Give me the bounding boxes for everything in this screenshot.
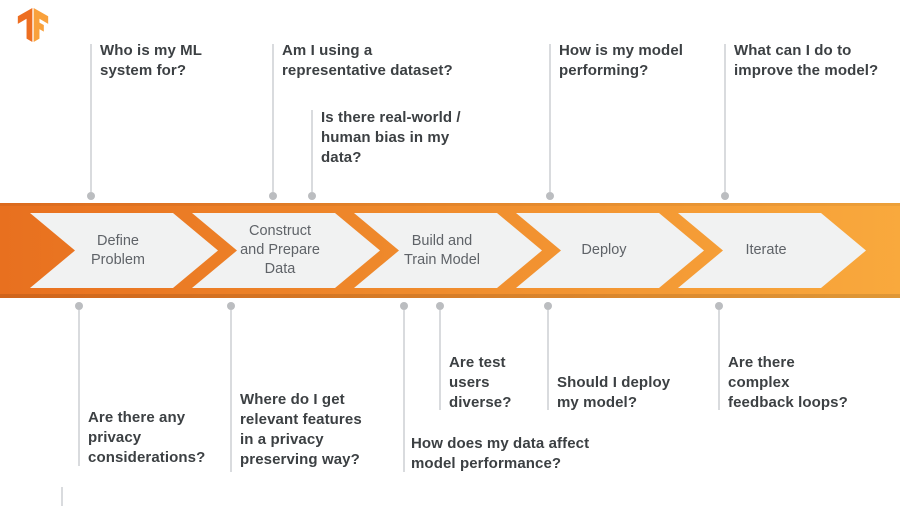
connector-dot [87,192,95,200]
connector-dot [721,192,729,200]
stage-chevron-deploy [516,213,704,288]
question-top-1: Who is my ML system for? [100,42,203,79]
question-bottom-4: Are test users diverse? [449,354,512,411]
question-bottom-5: Should I deploy my model? [557,374,671,411]
stage-label-iterate: Iterate [745,242,787,258]
connector-dot [269,192,277,200]
connector-dot [227,302,235,310]
connector-dot [308,192,316,200]
connector-line [718,310,720,410]
connector-line [547,310,549,410]
question-bottom-1: Are there any privacy considerations? [88,409,206,466]
connector-line [78,310,80,466]
connector-line [311,110,313,192]
stage-label-define-problem: Define Problem [91,232,145,268]
connector-line [90,44,92,192]
stage-chevrons [30,213,866,288]
connector-dot [436,302,444,310]
stage-label-construct-and-prepare-data: Construct and Prepare Data [240,223,320,277]
tensorflow-logo-icon [17,8,49,42]
connector-line-partial [61,487,63,506]
stage-chevron-build-and-train-model [354,213,542,288]
connector-dot [75,302,83,310]
stage-chevron-construct-and-prepare-data [192,213,380,288]
stage-label-build-and-train-model: Build and Train Model [403,232,481,268]
connector-line [272,44,274,192]
question-bottom-2: Where do I get relevant features in a pr… [240,391,362,468]
connector-line [549,44,551,192]
connector-line [724,44,726,192]
connector-line [439,310,441,410]
question-top-4: How is my model performing? [559,42,684,79]
stage-chevron-iterate [678,213,866,288]
question-top-5: What can I do to improve the model? [734,42,879,79]
question-top-3: Is there real-world / human bias in my d… [321,109,461,166]
connector-dot [715,302,723,310]
workflow-band [0,203,900,298]
question-bottom-3: How does my data affect model performanc… [411,435,590,472]
connector-line [230,310,232,472]
connector-dot [400,302,408,310]
connector-line [403,310,405,472]
connector-dot [546,192,554,200]
question-top-2: Am I using a representative dataset? [282,42,453,79]
connector-dot [544,302,552,310]
question-bottom-6: Are there complex feedback loops? [728,354,848,411]
stage-label-deploy: Deploy [581,242,627,258]
stage-chevron-define-problem [30,213,218,288]
